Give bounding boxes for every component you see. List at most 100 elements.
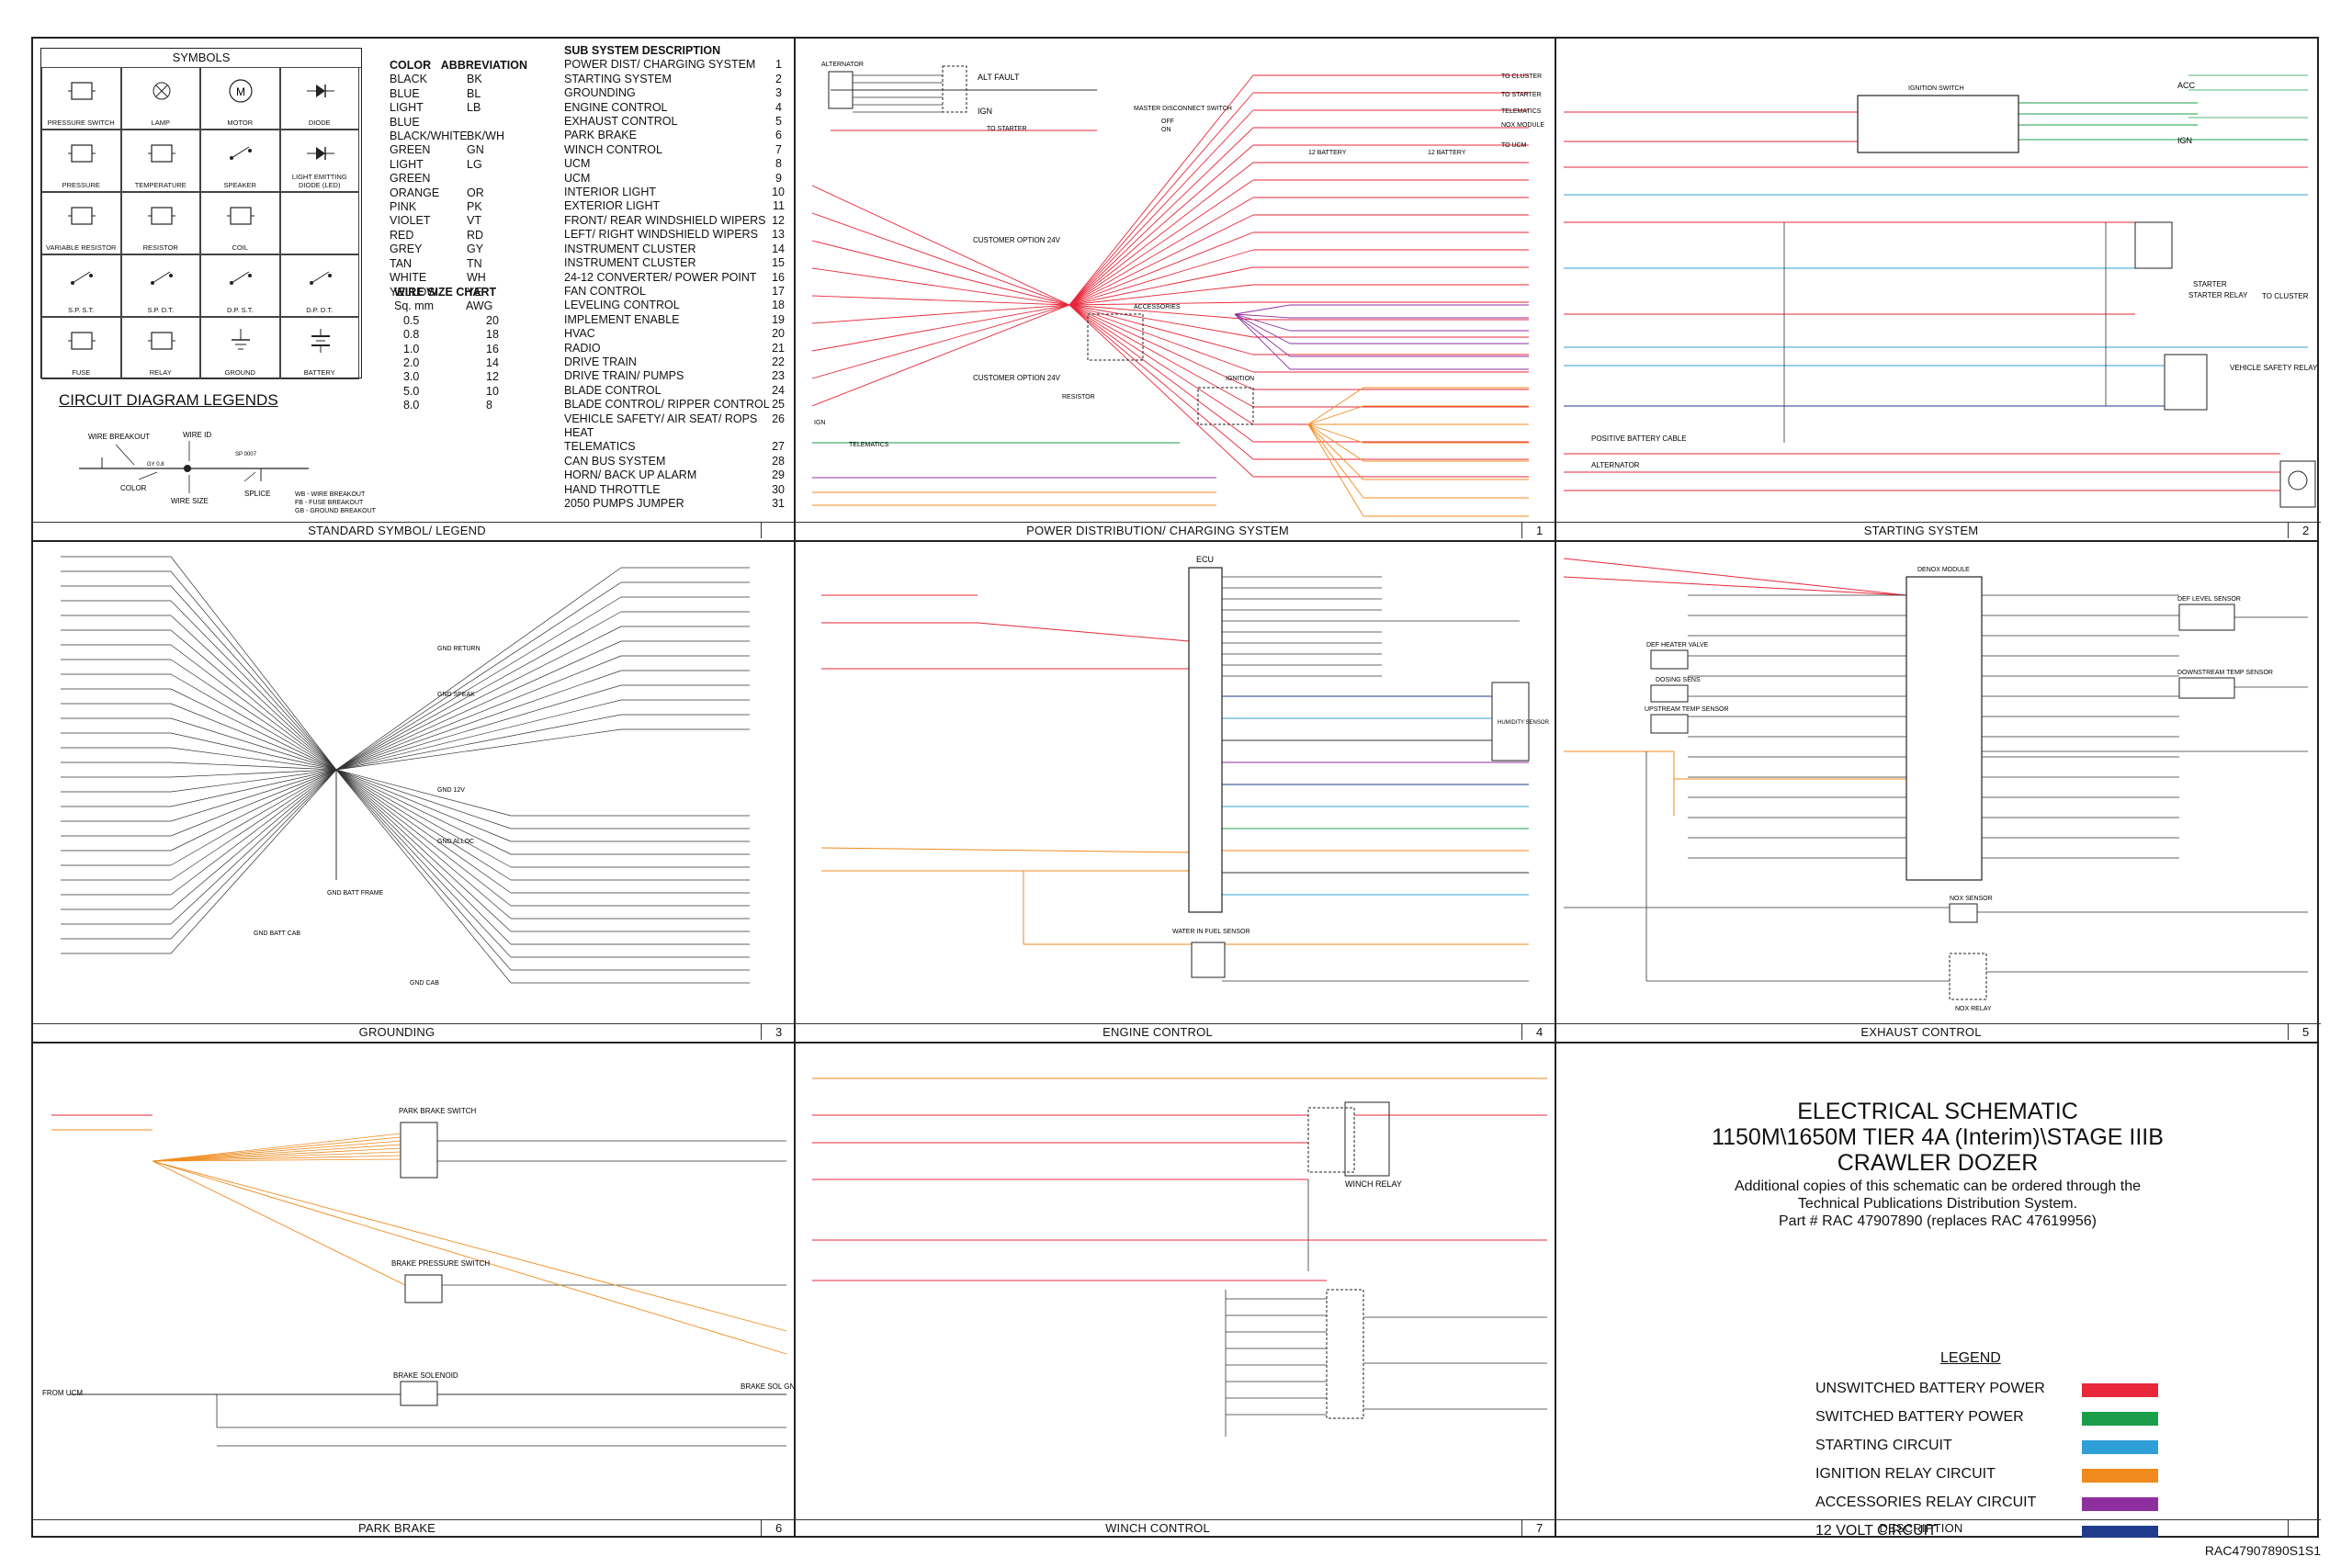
subsystem-name: 2050 PUMPS JUMPER	[564, 497, 684, 510]
wire	[170, 769, 337, 940]
wire-sqmm: 0.5	[403, 313, 420, 327]
wire	[170, 556, 337, 771]
accessories-label: ACCESSORIES	[1134, 304, 1181, 310]
subsystem-name: STARTING SYSTEM	[564, 72, 672, 85]
positive-battery-cable-label: POSITIVE BATTERY CABLE	[1591, 434, 1687, 443]
wire	[1069, 162, 1254, 306]
wire	[152, 1133, 401, 1162]
wire	[170, 673, 337, 771]
wire	[170, 600, 337, 771]
wire	[1069, 304, 1254, 425]
dpst-icon	[227, 265, 254, 292]
panel-engine-control: ECU HUMIDITY SENSOR WATER IN FUEL SENSOR	[794, 540, 1555, 1042]
ign-label: IGN	[814, 420, 825, 426]
subsystem-name: RADIO	[564, 341, 601, 355]
water-in-fuel-label: WATER IN FUEL SENSOR	[1172, 929, 1250, 935]
caption-divider	[1521, 1519, 1522, 1536]
symbol-cell: D.P. D.T.	[279, 254, 359, 317]
wire	[1069, 92, 1254, 306]
wire	[1307, 423, 1364, 499]
wire	[170, 732, 337, 771]
wire-sqmm: 1.0	[403, 342, 420, 355]
wire	[1069, 304, 1254, 338]
subsystem-sheet: 1	[775, 58, 782, 72]
caption-bar	[794, 522, 1555, 539]
upstream-temp-label: UPSTREAM TEMP SENSOR	[1645, 706, 1729, 713]
subsystem-name: LEVELING CONTROL	[564, 299, 680, 312]
color-row: YELLOW YE	[390, 286, 527, 299]
wire	[1069, 144, 1254, 306]
wire	[1307, 423, 1364, 517]
caption-divider	[2288, 522, 2289, 538]
subsystem-name: HAND THROTTLE	[564, 482, 661, 496]
starter-label: STARTER	[2193, 280, 2227, 288]
subsystem-sheet: 29	[772, 468, 785, 482]
wire	[335, 640, 622, 771]
color-name: LIGHT BLUE	[390, 101, 424, 129]
ground-label: GND RETURN	[437, 646, 481, 652]
panel-starting-system: IGNITION SWITCH ACC IGN STARTER STARTER …	[1555, 39, 2321, 540]
symbol-cell: TEMPERATURE	[120, 130, 200, 192]
color-name: GREY	[390, 243, 423, 256]
wire	[811, 212, 1070, 306]
ordering-note: Technical Publications Distribution Syst…	[1797, 1196, 2078, 1212]
wire	[335, 769, 512, 919]
subsystem-sheet: 10	[772, 186, 785, 199]
wire	[170, 688, 337, 771]
panel-park-brake: PARK BRAKE SWITCH BRAKE PRESSURE SWITCH …	[33, 1042, 794, 1538]
wire	[170, 644, 337, 771]
wire	[170, 769, 337, 910]
symbol-cell: S.P. D.T.	[120, 254, 200, 317]
wire	[170, 769, 337, 807]
wire	[152, 1160, 787, 1332]
color-abbr: LG	[467, 157, 482, 171]
ecu-label: ECU	[1196, 555, 1214, 564]
diode-icon	[306, 77, 334, 105]
color-name: BLACK	[390, 73, 427, 86]
coil-icon	[227, 202, 254, 230]
symbol-label: D.P. S.T.	[226, 306, 254, 314]
subsystem-sheet: 11	[773, 199, 785, 213]
color-abbr: TN	[467, 256, 482, 270]
color-name: YELLOW	[390, 285, 438, 299]
subsystem-sheet: 5	[775, 115, 782, 129]
to-cluster-label: TO CLUSTER	[1501, 73, 1542, 80]
subsystem-sheet: 4	[775, 100, 782, 114]
subsystem-table: SUB SYSTEM DESCRIPTION POWER DIST/ CHARG…	[564, 44, 785, 511]
color-abbr: YE	[467, 285, 482, 299]
legend-entry: SWITCHED BATTERY POWER	[1815, 1409, 2024, 1425]
wire-awg: 10	[486, 384, 499, 398]
panel-caption: STANDARD SYMBOL/ LEGEND	[308, 524, 486, 537]
vehicle-safety-relay-label: VEHICLE SAFETY RELAY	[2230, 364, 2318, 372]
divider	[1555, 39, 1556, 1536]
sample-id-label: SP 0007	[235, 452, 257, 457]
panel-caption: PARK BRAKE	[357, 1521, 436, 1535]
wire	[335, 626, 622, 771]
symbol-label: COIL	[232, 243, 248, 252]
brake-pressure-label: BRAKE PRESSURE SWITCH	[391, 1259, 490, 1268]
wire	[1563, 558, 1907, 596]
engine-control-diagram: ECU HUMIDITY SENSOR WATER IN FUEL SENSOR	[820, 555, 1550, 982]
wire	[1234, 313, 1291, 332]
subsystem-sheet: 7	[775, 142, 782, 156]
panel-number: 5	[2302, 1025, 2310, 1039]
panel-caption: GROUNDING	[358, 1025, 435, 1039]
park-brake-switch-label: PARK BRAKE SWITCH	[399, 1107, 477, 1115]
wire	[335, 769, 512, 881]
subsystem-name: EXHAUST CONTROL	[564, 115, 678, 129]
winch-control-diagram: WINCH RELAY	[812, 1077, 1547, 1437]
